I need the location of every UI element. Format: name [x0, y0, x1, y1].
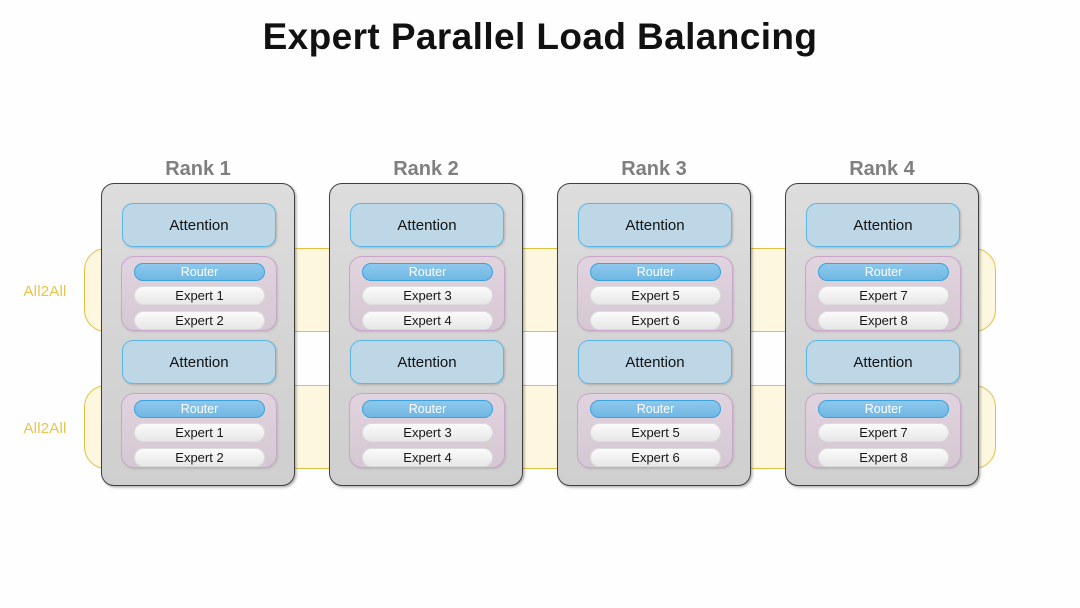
router-block: Router [134, 263, 265, 281]
rank-header-4: Rank 4 [849, 158, 915, 180]
expert-block: Expert 8 [818, 448, 949, 467]
router-block: Router [362, 263, 493, 281]
attention-block: Attention [578, 203, 732, 247]
expert-block: Expert 6 [590, 448, 721, 467]
moe-block: Router Expert 5 Expert 6 [577, 393, 733, 468]
attention-block: Attention [806, 203, 960, 247]
attention-block: Attention [350, 203, 504, 247]
expert-block: Expert 5 [590, 423, 721, 442]
moe-block: Router Expert 7 Expert 8 [805, 393, 961, 468]
rank-column-2: Attention Router Expert 3 Expert 4 Atten… [329, 183, 523, 486]
expert-block: Expert 7 [818, 423, 949, 442]
all2all-label-layer-2: All2All [23, 420, 67, 437]
attention-block: Attention [578, 340, 732, 384]
rank-header-1: Rank 1 [165, 158, 231, 180]
expert-block: Expert 6 [590, 311, 721, 330]
rank-column-3: Attention Router Expert 5 Expert 6 Atten… [557, 183, 751, 486]
expert-block: Expert 4 [362, 448, 493, 467]
expert-block: Expert 7 [818, 286, 949, 305]
expert-block: Expert 2 [134, 311, 265, 330]
moe-block: Router Expert 3 Expert 4 [349, 393, 505, 468]
rank-column-1: Attention Router Expert 1 Expert 2 Atten… [101, 183, 295, 486]
expert-block: Expert 5 [590, 286, 721, 305]
moe-block: Router Expert 3 Expert 4 [349, 256, 505, 331]
attention-block: Attention [806, 340, 960, 384]
expert-block: Expert 4 [362, 311, 493, 330]
rank-header-3: Rank 3 [621, 158, 687, 180]
moe-block: Router Expert 1 Expert 2 [121, 393, 277, 468]
all2all-label-layer-1: All2All [23, 283, 67, 300]
page-title: Expert Parallel Load Balancing [262, 16, 818, 57]
rank-column-4: Attention Router Expert 7 Expert 8 Atten… [785, 183, 979, 486]
expert-block: Expert 3 [362, 423, 493, 442]
moe-block: Router Expert 5 Expert 6 [577, 256, 733, 331]
router-block: Router [134, 400, 265, 418]
expert-block: Expert 1 [134, 423, 265, 442]
expert-block: Expert 2 [134, 448, 265, 467]
router-block: Router [362, 400, 493, 418]
expert-block: Expert 1 [134, 286, 265, 305]
expert-block: Expert 3 [362, 286, 493, 305]
router-block: Router [590, 263, 721, 281]
expert-block: Expert 8 [818, 311, 949, 330]
router-block: Router [818, 263, 949, 281]
moe-block: Router Expert 7 Expert 8 [805, 256, 961, 331]
attention-block: Attention [350, 340, 504, 384]
rank-header-2: Rank 2 [393, 158, 459, 180]
moe-block: Router Expert 1 Expert 2 [121, 256, 277, 331]
router-block: Router [590, 400, 721, 418]
attention-block: Attention [122, 203, 276, 247]
attention-block: Attention [122, 340, 276, 384]
router-block: Router [818, 400, 949, 418]
